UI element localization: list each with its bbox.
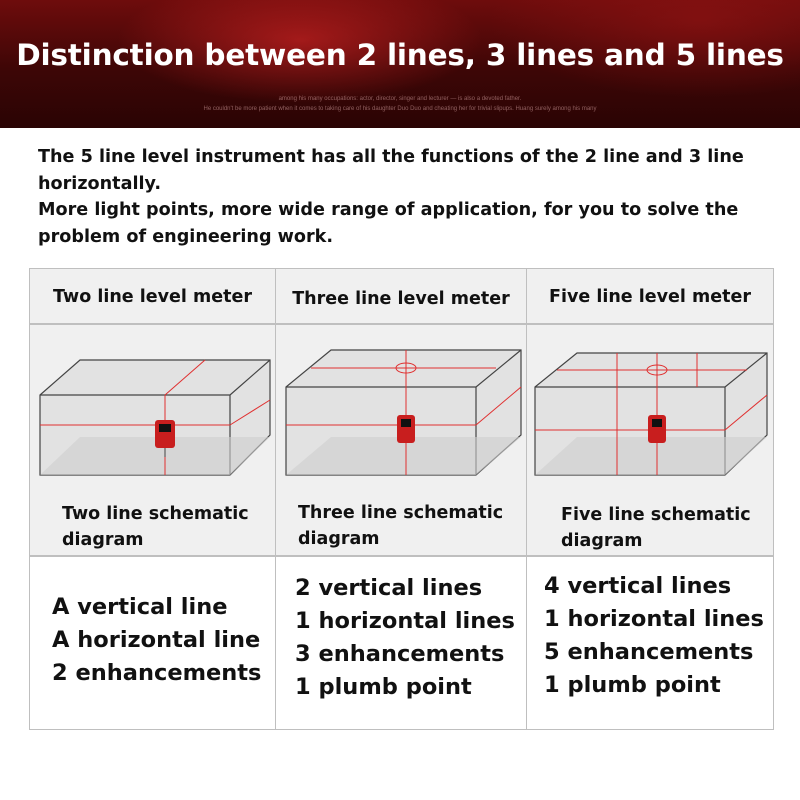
intro-paragraph-2: More light points, more wide range of ap…: [38, 200, 739, 247]
caption-two-line: Two line schematic diagram: [62, 504, 249, 550]
features-three-line: 2 vertical lines 1 horizontal lines 3 en…: [295, 572, 515, 704]
header-cell-three-line: Three line level meter: [275, 268, 527, 324]
feature-item: 1 plumb point: [295, 674, 472, 700]
feature-item: 1 horizontal lines: [295, 608, 515, 634]
header-two-line: Two line level meter: [53, 287, 252, 307]
feature-item: A vertical line: [52, 594, 228, 620]
diagram-cell-two-line: Two line schematic diagram: [29, 324, 276, 556]
page-title: Distinction between 2 lines, 3 lines and…: [16, 38, 784, 72]
feature-item: 1 plumb point: [544, 672, 721, 698]
header-banner: Distinction between 2 lines, 3 lines and…: [0, 0, 800, 128]
header-cell-two-line: Two line level meter: [29, 268, 276, 324]
comparison-table: Two line level meter Three line level me…: [29, 268, 774, 730]
feature-cell-three-line: 2 vertical lines 1 horizontal lines 3 en…: [275, 556, 527, 730]
features-five-line: 4 vertical lines 1 horizontal lines 5 en…: [544, 570, 764, 702]
feature-item: 2 enhancements: [52, 660, 262, 686]
header-cell-five-line: Five line level meter: [526, 268, 774, 324]
intro-text: The 5 line level instrument has all the …: [38, 144, 783, 250]
diagram-cell-five-line: Five line schematic diagram: [526, 324, 774, 556]
feature-cell-two-line: A vertical line A horizontal line 2 enha…: [29, 556, 276, 730]
header-three-line: Three line level meter: [292, 289, 510, 309]
header-five-line: Five line level meter: [549, 287, 751, 307]
banner-subtext-1: among his many occupations: actor, direc…: [278, 96, 522, 102]
caption-five-line: Five line schematic diagram: [561, 505, 751, 551]
caption-three-line: Three line schematic diagram: [298, 503, 504, 549]
feature-cell-five-line: 4 vertical lines 1 horizontal lines 5 en…: [526, 556, 774, 730]
banner-subtext-2: He couldn't be more patient when it come…: [203, 106, 597, 112]
diagram-cell-three-line: Three line schematic diagram: [275, 324, 527, 556]
feature-item: 5 enhancements: [544, 639, 754, 665]
feature-item: 1 horizontal lines: [544, 606, 764, 632]
feature-item: 3 enhancements: [295, 641, 505, 667]
feature-item: 4 vertical lines: [544, 573, 732, 599]
five-line-schematic: [534, 352, 768, 476]
two-line-schematic: [39, 359, 271, 476]
feature-item: 2 vertical lines: [295, 575, 483, 601]
intro-paragraph-1: The 5 line level instrument has all the …: [38, 147, 744, 194]
three-line-schematic: [285, 349, 522, 476]
features-two-line: A vertical line A horizontal line 2 enha…: [52, 591, 261, 690]
feature-item: A horizontal line: [52, 627, 261, 653]
